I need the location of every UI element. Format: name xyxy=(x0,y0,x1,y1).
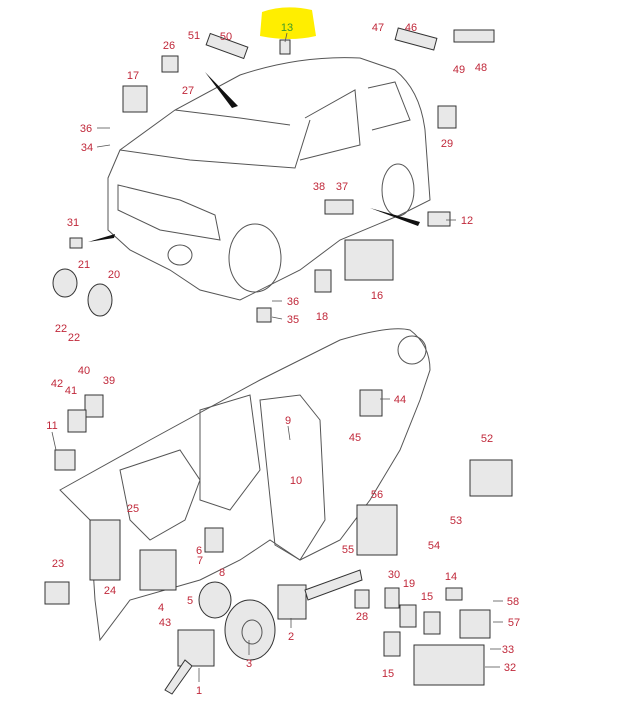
part-label[interactable]: 58 xyxy=(507,596,519,608)
part-label[interactable]: 43 xyxy=(159,617,171,629)
part-label[interactable]: 44 xyxy=(394,394,406,406)
part-label[interactable]: 14 xyxy=(445,571,457,583)
part-label[interactable]: 17 xyxy=(127,70,139,82)
part-label[interactable]: 53 xyxy=(450,515,462,527)
part-label[interactable]: 15 xyxy=(382,668,394,680)
part-label[interactable]: 32 xyxy=(504,662,516,674)
part-label[interactable]: 20 xyxy=(108,269,120,281)
part-label[interactable]: 51 xyxy=(188,30,200,42)
part-label[interactable]: 6 xyxy=(196,545,202,557)
part-label[interactable]: 34 xyxy=(81,142,93,154)
part-label[interactable]: 31 xyxy=(67,217,79,229)
part-label[interactable]: 36 xyxy=(80,123,92,135)
part-label[interactable]: 3 xyxy=(246,658,252,670)
part-label[interactable]: 2 xyxy=(288,631,294,643)
part-label-highlighted[interactable]: 13 xyxy=(281,22,293,34)
part-label[interactable]: 29 xyxy=(441,138,453,150)
part-label[interactable]: 33 xyxy=(502,644,514,656)
highlight-marker xyxy=(260,7,316,39)
part-label[interactable]: 1 xyxy=(196,685,202,697)
part-label[interactable]: 42 xyxy=(51,378,63,390)
part-label[interactable]: 54 xyxy=(428,540,440,552)
part-label[interactable]: 15 xyxy=(421,591,433,603)
part-label[interactable]: 47 xyxy=(372,22,384,34)
part-label[interactable]: 27 xyxy=(182,85,194,97)
part-label[interactable]: 45 xyxy=(349,432,361,444)
part-label[interactable]: 26 xyxy=(163,40,175,52)
part-label[interactable]: 28 xyxy=(356,611,368,623)
part-label[interactable]: 57 xyxy=(508,617,520,629)
part-label[interactable]: 4 xyxy=(158,602,164,614)
part-label[interactable]: 52 xyxy=(481,433,493,445)
part-label[interactable]: 39 xyxy=(103,375,115,387)
part-label[interactable]: 5 xyxy=(187,595,193,607)
part-label[interactable]: 48 xyxy=(475,62,487,74)
dashboard-outline xyxy=(59,328,431,642)
part-label[interactable]: 11 xyxy=(46,420,57,432)
part-label[interactable]: 55 xyxy=(342,544,354,556)
part-label[interactable]: 41 xyxy=(65,385,77,397)
part-label[interactable]: 56 xyxy=(371,489,383,501)
part-label[interactable]: 8 xyxy=(219,567,225,579)
part-label[interactable]: 36 xyxy=(287,296,299,308)
part-label[interactable]: 25 xyxy=(127,503,139,515)
part-label[interactable]: 22 xyxy=(68,332,80,344)
part-label[interactable]: 46 xyxy=(405,22,417,34)
part-label[interactable]: 24 xyxy=(104,585,116,597)
part-label[interactable]: 21 xyxy=(78,259,90,271)
part-label[interactable]: 40 xyxy=(78,365,90,377)
part-label[interactable]: 7 xyxy=(197,555,203,567)
part-label[interactable]: 30 xyxy=(388,569,400,581)
part-label[interactable]: 16 xyxy=(371,290,383,302)
part-label[interactable]: 23 xyxy=(52,558,64,570)
part-label[interactable]: 9 xyxy=(285,415,291,427)
part-label[interactable]: 37 xyxy=(336,181,348,193)
leader-lines xyxy=(51,32,503,682)
parts xyxy=(44,27,513,695)
part-label[interactable]: 19 xyxy=(403,578,415,590)
part-label[interactable]: 22 xyxy=(55,323,67,335)
part-labels: 51 50 26 27 47 46 49 48 17 36 34 29 38 3… xyxy=(46,22,520,697)
part-label[interactable]: 12 xyxy=(461,215,473,227)
part-label[interactable]: 38 xyxy=(313,181,325,193)
part-label[interactable]: 49 xyxy=(453,64,465,76)
part-label[interactable]: 35 xyxy=(287,314,299,326)
part-label[interactable]: 18 xyxy=(316,311,328,323)
part-label[interactable]: 50 xyxy=(220,31,232,43)
part-label[interactable]: 10 xyxy=(290,475,302,487)
vehicle-outline xyxy=(88,57,431,301)
